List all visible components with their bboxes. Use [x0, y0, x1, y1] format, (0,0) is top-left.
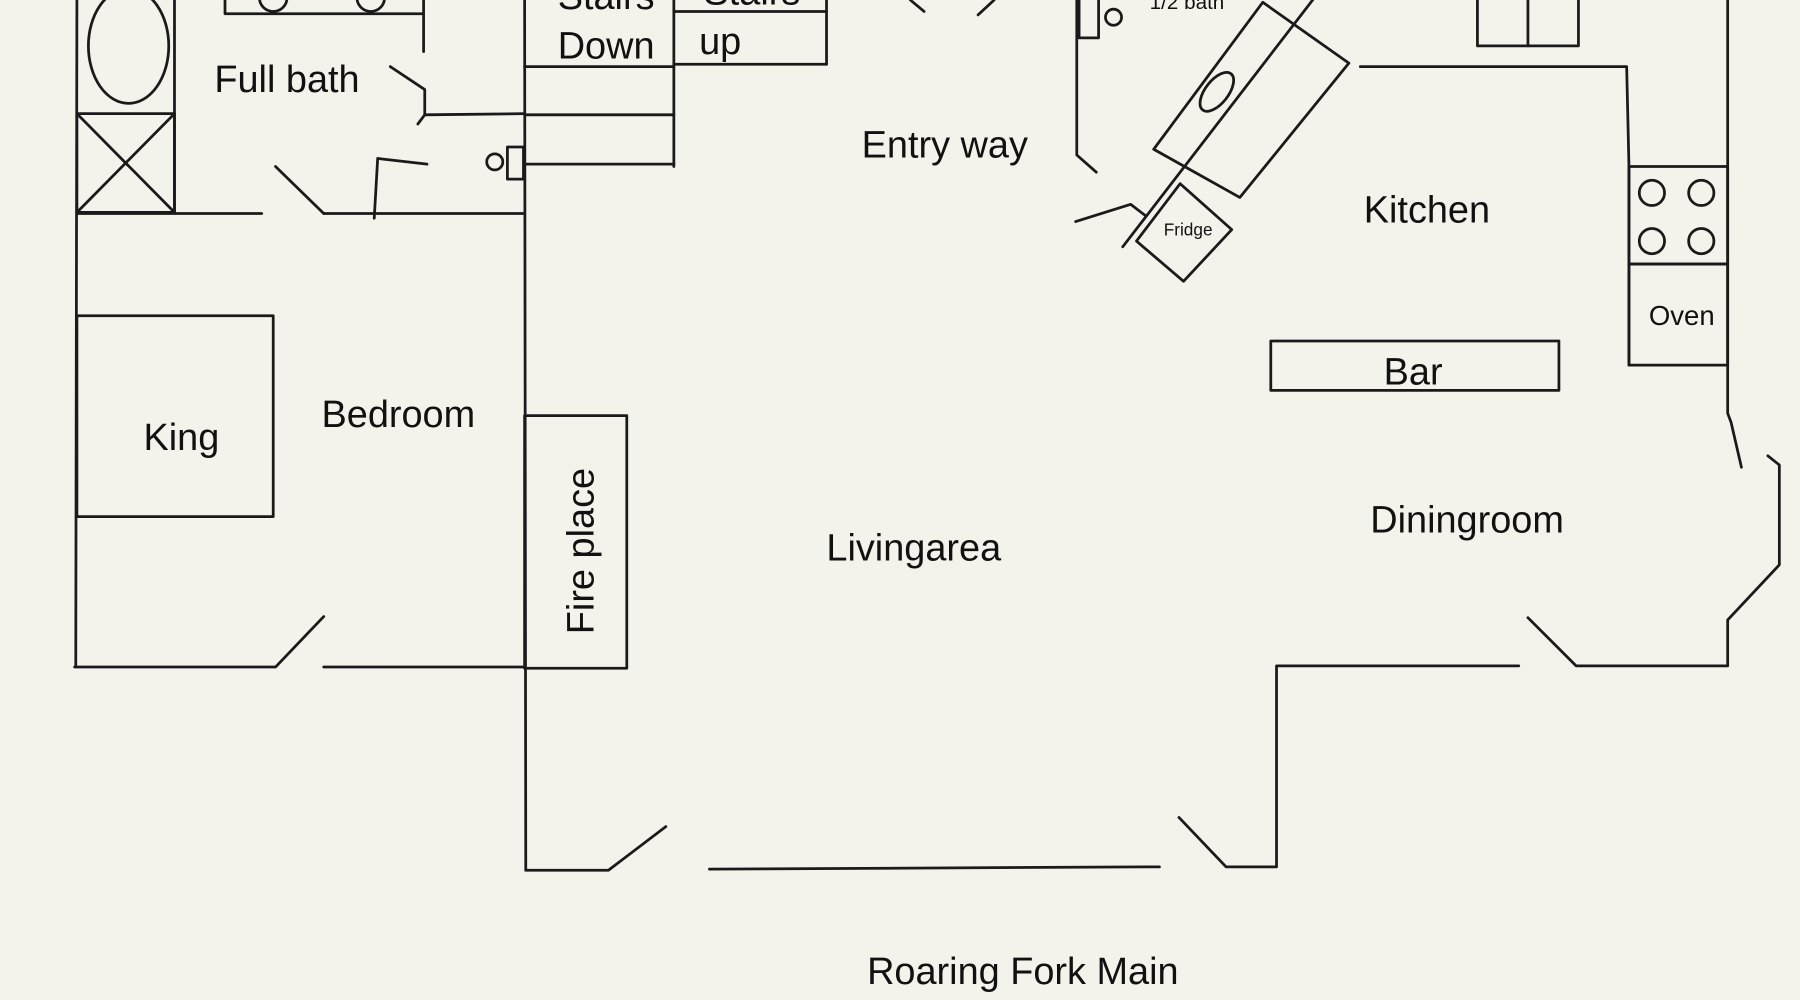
- bathtub-icon: [87, 0, 171, 105]
- shower-icon: [75, 112, 176, 214]
- label-full-bath: Full bath: [214, 59, 359, 101]
- label-kitchen: Kitchen: [1364, 190, 1490, 232]
- king-bed: [75, 314, 275, 519]
- label-dining-room: Diningroom: [1370, 500, 1564, 542]
- label-oven: Oven: [1649, 300, 1715, 331]
- label-stairs-up: up: [699, 21, 741, 63]
- vanity-icon: [223, 0, 425, 16]
- label-fridge: Fridge: [1164, 219, 1213, 239]
- label-king: King: [143, 417, 219, 459]
- label-living-area: Livingarea: [826, 527, 1002, 569]
- fixtures: [75, 0, 1730, 670]
- plan-title: Roaring Fork Main: [867, 951, 1179, 993]
- label-bar: Bar: [1384, 352, 1443, 394]
- label-stairs-down: Down: [558, 26, 655, 68]
- toilet-icon: [485, 152, 505, 172]
- room-labels: Stairs Down Stairs up Full bath Entry wa…: [143, 0, 1714, 993]
- sink-icon: [1198, 71, 1235, 113]
- label-stairs-down-top: Stairs: [558, 0, 655, 18]
- label-fire-place: Fire place: [560, 468, 602, 634]
- label-entry-way: Entry way: [862, 124, 1028, 166]
- bar-counter: [1269, 339, 1561, 392]
- walls: [73, 0, 1781, 872]
- fireplace-box: [523, 414, 629, 670]
- label-half-bath: 1/2 bath: [1150, 0, 1225, 14]
- half-bath-toilet-icon: [1077, 0, 1100, 40]
- kitchen-island: [1152, 0, 1351, 199]
- label-stairs-up-top: Stairs: [704, 0, 801, 14]
- oven-box: [1627, 262, 1730, 367]
- fridge-box: [1135, 182, 1234, 283]
- label-bedroom: Bedroom: [322, 394, 476, 436]
